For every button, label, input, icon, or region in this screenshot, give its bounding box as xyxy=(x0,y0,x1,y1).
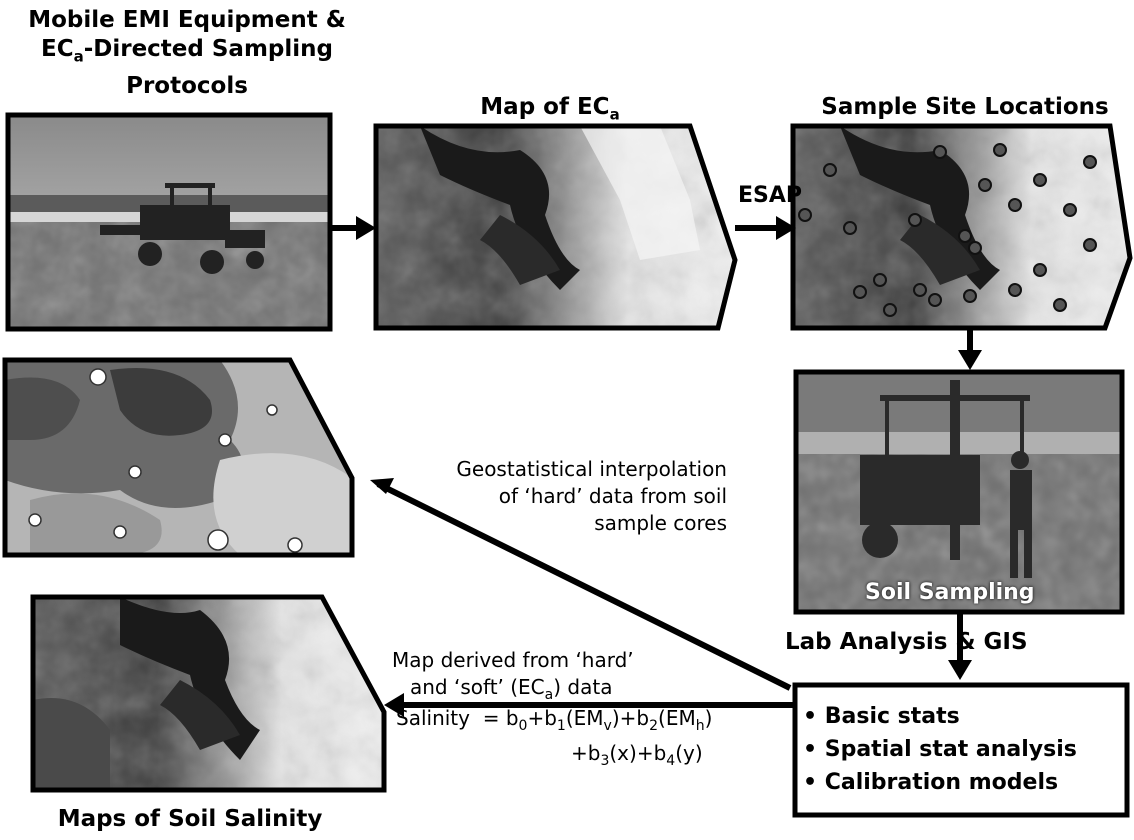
lab-analysis-title: Lab Analysis & GIS xyxy=(785,629,1028,655)
arrow-to-salinity-map xyxy=(384,693,795,717)
equation-line2: +b3(x)+b4(y) xyxy=(571,741,703,769)
arrow-esap xyxy=(735,216,796,240)
arrow-to-lab-analysis xyxy=(948,612,972,680)
geostat-note-line3: sample cores xyxy=(594,511,727,535)
mobile-emi-title: Mobile EMI Equipment & ECa-Directed Samp… xyxy=(2,6,372,101)
arrow-to-interpolation-map xyxy=(370,478,792,691)
analysis-item-spatial-stat: • Spatial stat analysis xyxy=(803,737,1077,762)
emi-equipment-photo xyxy=(5,112,333,332)
esap-label: ESAP xyxy=(738,183,803,208)
analysis-list: • Basic stats • Spatial stat analysis • … xyxy=(803,700,1123,799)
maps-salinity-title: Maps of Soil Salinity xyxy=(57,806,323,832)
analysis-item-basic-stats: • Basic stats xyxy=(803,704,960,729)
sample-sites-title: Sample Site Locations xyxy=(821,94,1109,120)
soil-sampling-caption: Soil Sampling xyxy=(865,580,1035,605)
mobile-title-line1: Mobile EMI Equipment & xyxy=(28,7,346,33)
soil-sampling-photo xyxy=(793,369,1125,615)
analysis-item-calibration: • Calibration models xyxy=(803,770,1059,795)
map-derived-line2: and ‘soft’ (ECa) data xyxy=(410,675,613,703)
mobile-title-line2: ECa-Directed Sampling xyxy=(40,36,333,66)
map-derived-line1: Map derived from ‘hard’ xyxy=(392,648,634,672)
analysis-box xyxy=(792,682,1130,818)
equation-line1: Salinity = b0+b1(EMv)+b2(EMh) xyxy=(396,706,713,734)
map-derived-note: Map derived from ‘hard’ and ‘soft’ (ECa)… xyxy=(392,647,742,709)
interpolation-map xyxy=(2,357,355,558)
arrow-to-soil-sampling xyxy=(958,328,982,370)
salinity-map xyxy=(30,594,387,793)
geostat-note-line2: of ‘hard’ data from soil xyxy=(498,484,727,508)
salinity-equation: Salinity = b0+b1(EMv)+b2(EMh) +b3(x)+b4(… xyxy=(396,705,796,775)
geostat-note-line1: Geostatistical interpolation xyxy=(456,457,727,481)
interpolation-core-points xyxy=(28,368,303,553)
eca-map xyxy=(373,123,738,331)
sample-sites-map xyxy=(790,123,1133,331)
mobile-title-line3: Protocols xyxy=(126,72,248,99)
sample-site-points xyxy=(798,143,1097,317)
arrow-photo-to-map xyxy=(330,216,376,240)
geostat-note: Geostatistical interpolation of ‘hard’ d… xyxy=(405,456,727,537)
map-eca-title: Map of ECa xyxy=(480,94,620,124)
